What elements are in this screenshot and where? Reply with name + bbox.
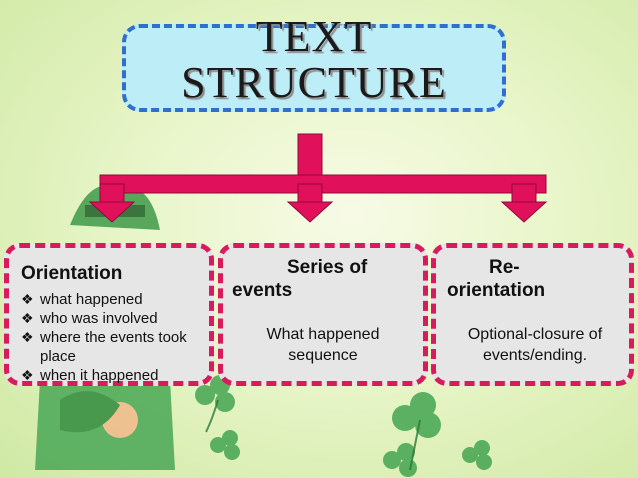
- connector-drop-middle: [297, 183, 323, 205]
- arrowhead-right: [500, 201, 548, 223]
- bullet-text: when it happened: [40, 367, 159, 384]
- diamond-bullet-icon: ❖: [21, 310, 34, 326]
- diamond-bullet-icon: ❖: [21, 367, 34, 383]
- arrowhead-left: [88, 201, 136, 223]
- diamond-bullet-icon: ❖: [21, 329, 34, 345]
- card-orientation: [4, 243, 214, 386]
- title-box: [122, 24, 506, 112]
- connector-drop-left: [99, 183, 125, 205]
- connector-drop-right: [511, 183, 537, 205]
- connector-crossbar: [99, 174, 547, 194]
- series-of-events-title: Series of events: [232, 257, 368, 301]
- bullet-text: where the events took place: [40, 329, 187, 365]
- card-series-of-events: [218, 243, 428, 386]
- bullet-text: what happened: [40, 291, 143, 308]
- bullet-text: who was involved: [40, 310, 158, 327]
- diagram-title: TEXT STRUCTURE: [181, 12, 447, 107]
- bullet-item: ❖ who was involved: [21, 309, 190, 328]
- bullet-item: ❖ when it happened: [21, 366, 190, 385]
- arrowhead-middle: [286, 201, 334, 223]
- series-of-events-body: What happened sequence: [266, 326, 380, 364]
- re-orientation-title: Re-orientation: [447, 257, 546, 301]
- re-orientation-body: Optional-closure of events/ending.: [467, 326, 603, 364]
- card-re-orientation: [431, 243, 634, 386]
- bullet-item: ❖ what happened: [21, 290, 190, 309]
- orientation-title: Orientation: [21, 263, 123, 284]
- bullet-item: ❖ where the events took place: [21, 328, 190, 366]
- diamond-bullet-icon: ❖: [21, 291, 34, 307]
- orientation-bullet-list: ❖ what happened ❖ who was involved ❖ where …: [21, 290, 190, 385]
